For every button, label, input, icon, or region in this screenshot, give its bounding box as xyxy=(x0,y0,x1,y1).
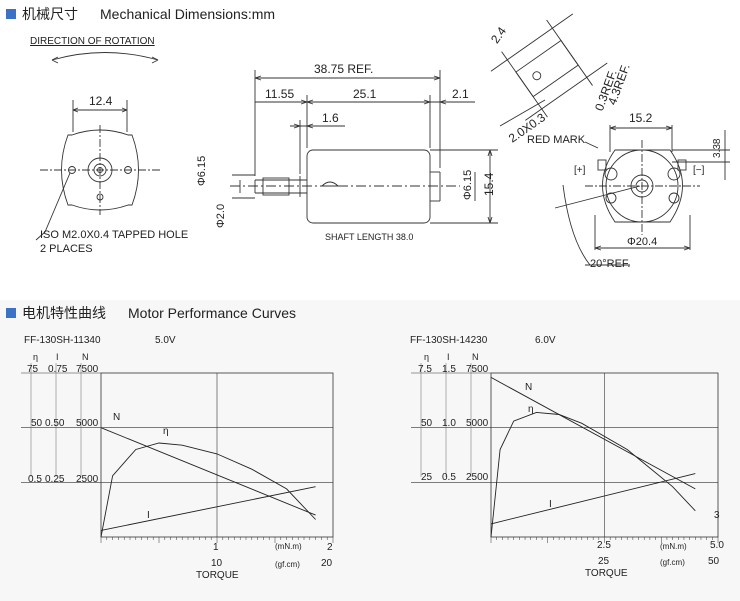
shaft-small-dia-dim: Φ2.0 xyxy=(215,203,227,228)
chart2-i-tick: 1.5 xyxy=(442,364,456,375)
rotation-label: DIRECTION OF ROTATION xyxy=(30,36,155,47)
body-height-dim: 15.4 xyxy=(482,172,496,196)
series-line-n xyxy=(490,377,696,490)
shaft-dia-dim: Φ6.15 xyxy=(196,155,208,186)
chart1-x-bottom-tick: 10 xyxy=(211,558,223,569)
chart2-model: FF-130SH-14230 xyxy=(410,335,488,346)
chart2-x-label: TORQUE xyxy=(585,568,628,579)
front-body-outline xyxy=(61,129,139,211)
chart2-x-unit-top: (mN.m) xyxy=(660,542,687,551)
series-line-n xyxy=(100,427,316,516)
chart1-n-tick: 7500 xyxy=(76,364,99,375)
dim-1-6: 1.6 xyxy=(322,111,339,125)
mechanical-title-cn: 机械尺寸 xyxy=(22,6,78,22)
chart2-eta-tick: 50 xyxy=(421,418,433,429)
rear-angle-dim: 20°REF. xyxy=(590,258,631,270)
terminal-minus-label: [−] xyxy=(693,165,705,176)
chart2-x-top-tick: 5.0 xyxy=(710,540,724,551)
chart1-voltage: 5.0V xyxy=(155,335,176,346)
rear-width-dim: 15.2 xyxy=(629,111,653,125)
motor-body xyxy=(306,149,431,224)
mechanical-title-en: Mechanical Dimensions:mm xyxy=(100,6,276,22)
chart2-eta-tick: 25 xyxy=(421,472,433,483)
dim-2-1: 2.1 xyxy=(452,87,469,101)
performance-charts xyxy=(21,363,719,543)
chart1-n-header: N xyxy=(82,352,89,362)
chart1-i-tick: 0.75 xyxy=(48,364,68,375)
hole-note-line1: ISO M2.0X0.4 TAPPED HOLE xyxy=(40,229,189,241)
rear-height-dim: 3.38 xyxy=(712,138,723,158)
chart2-x-bottom-tick: 25 xyxy=(598,556,610,567)
chart1-x-unit-bottom: (gf.cm) xyxy=(275,560,300,569)
shaft-length-note: SHAFT LENGTH 38.0 xyxy=(325,232,414,242)
chart2-i-header: I xyxy=(447,352,450,362)
chart2-x-unit-bottom: (gf.cm) xyxy=(660,558,685,567)
terminal-plus-label: [+] xyxy=(574,165,586,176)
chart1-x-bottom-tick: 20 xyxy=(321,558,333,569)
performance-header: 电机特性曲线 Motor Performance Curves xyxy=(6,305,296,321)
chart2-curve-n-label: N xyxy=(525,382,533,393)
overall-length-dim: 38.75 REF. xyxy=(314,62,374,76)
section-marker-icon xyxy=(6,9,16,19)
performance-title-en: Motor Performance Curves xyxy=(128,305,297,321)
chart1-x-label: TORQUE xyxy=(196,570,239,581)
chart-ff-130sh-11340 xyxy=(21,363,334,543)
chart2-i-tick: 1.0 xyxy=(442,418,456,429)
chart2-eta-tick: 7.5 xyxy=(418,364,432,375)
dim-25-1: 25.1 xyxy=(353,87,377,101)
chart2-curve-i-label: I xyxy=(549,499,552,510)
mechanical-header: 机械尺寸 Mechanical Dimensions:mm xyxy=(6,6,275,22)
chart1-n-tick: 2500 xyxy=(76,474,99,485)
chart1-n-tick: 5000 xyxy=(76,418,99,429)
chart2-n-header: N xyxy=(472,352,479,362)
chart1-x-unit-top: (mN.m) xyxy=(275,542,302,551)
performance-title-cn: 电机特性曲线 xyxy=(22,305,106,321)
chart2-x-bottom-tick: 50 xyxy=(708,556,720,567)
chart1-eta-tick: 75 xyxy=(27,364,39,375)
series-line-i xyxy=(490,473,696,525)
rotation-arc xyxy=(51,52,159,61)
red-mark-label: RED MARK xyxy=(527,134,586,146)
chart1-curve-i-label: I xyxy=(147,510,150,521)
chart2-n-tick: 5000 xyxy=(466,418,489,429)
chart2-eta-header: η xyxy=(424,352,430,362)
chart2-curve-eta-label: η xyxy=(528,404,534,415)
chart1-i-tick: 0.50 xyxy=(45,418,65,429)
chart1-curve-eta-label: η xyxy=(163,426,169,437)
chart1-x-top-tick: 1 xyxy=(213,542,219,553)
mechanical-drawing xyxy=(35,13,730,266)
chart1-i-tick: 0.25 xyxy=(45,474,65,485)
body-dia-dim: Φ6.15 xyxy=(462,169,474,200)
chart2-n-tick: 2500 xyxy=(466,472,489,483)
series-line-eta xyxy=(490,411,696,538)
performance-background xyxy=(0,300,740,601)
chart2-side-note: 3 xyxy=(714,510,720,521)
chart2-i-tick: 0.5 xyxy=(442,472,456,483)
chart1-eta-tick: 50 xyxy=(31,418,43,429)
section-marker-icon xyxy=(6,308,16,318)
series-line-i xyxy=(100,486,316,531)
rear-body-outline xyxy=(602,149,683,223)
series-line-eta xyxy=(100,442,316,538)
chart-ff-130sh-14230 xyxy=(411,363,719,543)
chart1-i-header: I xyxy=(56,352,59,362)
chart1-eta-header: η xyxy=(33,352,39,362)
dim-11-55: 11.55 xyxy=(265,87,295,101)
chart2-n-tick: 7500 xyxy=(466,364,489,375)
rear-diameter-dim: Φ20.4 xyxy=(627,236,658,248)
front-width-dim: 12.4 xyxy=(89,94,113,108)
chart1-curve-n-label: N xyxy=(113,412,121,423)
chart2-x-top-tick: 2.5 xyxy=(597,540,611,551)
chart1-model: FF-130SH-11340 xyxy=(24,335,101,346)
hole-note-line2: 2 PLACES xyxy=(40,243,93,255)
chart1-x-top-tick: 2 xyxy=(327,542,333,553)
chart1-eta-tick: 0.5 xyxy=(28,474,42,485)
chart2-voltage: 6.0V xyxy=(535,335,556,346)
